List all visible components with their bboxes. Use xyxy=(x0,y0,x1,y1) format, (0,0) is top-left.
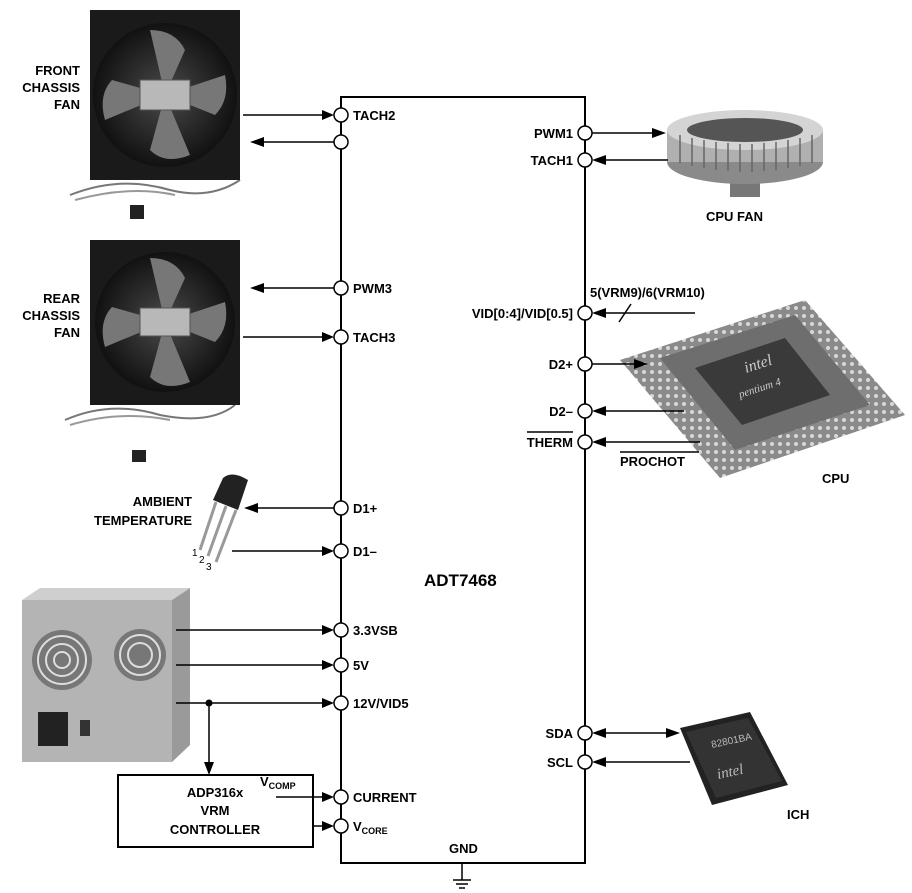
ich-chip-image: 82801BA intel xyxy=(680,712,788,805)
pin-label-vcore: VCORE xyxy=(353,819,388,836)
pin-vcore xyxy=(334,819,348,833)
pin-label-d1-minus: D1– xyxy=(353,544,377,559)
pin-label-scl: SCL xyxy=(547,755,573,770)
chip-name: ADT7468 xyxy=(424,571,497,590)
vid-bus-width-label: 5(VRM9)/6(VRM10) xyxy=(590,285,705,300)
sensor-pin-2: 2 xyxy=(199,555,205,566)
pin-label-tach3: TACH3 xyxy=(353,330,395,345)
front-fan-label-line3: FAN xyxy=(54,97,80,112)
sensor-pin-1: 1 xyxy=(192,548,198,559)
pin-vid xyxy=(578,306,592,320)
pin-tach3 xyxy=(334,330,348,344)
pin-5v xyxy=(334,658,348,672)
pin-label-tach2: TACH2 xyxy=(353,108,395,123)
rear-chassis-fan-image xyxy=(65,240,240,462)
cpu-fan-label: CPU FAN xyxy=(706,209,763,224)
rear-fan-label-line1: REAR xyxy=(43,291,80,306)
pin-current xyxy=(334,790,348,804)
chip-body xyxy=(341,97,585,863)
pin-fan-drive xyxy=(334,135,348,149)
pin-d2-plus xyxy=(578,357,592,371)
front-fan-label-line1: FRONT xyxy=(35,63,80,78)
rear-fan-label-line3: FAN xyxy=(54,325,80,340)
pin-pwm3 xyxy=(334,281,348,295)
pin-label-current: CURRENT xyxy=(353,790,417,805)
pin-label-tach1: TACH1 xyxy=(531,153,573,168)
pin-label-d2-plus: D2+ xyxy=(549,357,574,372)
pin-label-therm: THERM xyxy=(527,435,573,450)
cpu-label: CPU xyxy=(822,471,849,486)
pin-label-pwm1: PWM1 xyxy=(534,126,573,141)
front-chassis-fan-image xyxy=(70,10,240,219)
temperature-sensor-image xyxy=(200,474,248,562)
ambient-label-line2: TEMPERATURE xyxy=(94,513,192,528)
pin-d1-plus xyxy=(334,501,348,515)
pin-label-sda: SDA xyxy=(546,726,574,741)
rear-fan-label-line2: CHASSIS xyxy=(22,308,80,323)
gnd-label: GND xyxy=(449,841,478,856)
pin-label-d2-minus: D2– xyxy=(549,404,573,419)
pin-label-3v3sb: 3.3VSB xyxy=(353,623,398,638)
vrm-label-line1: ADP316x xyxy=(187,785,244,800)
pin-label-vid: VID[0:4]/VID[0.5] xyxy=(472,306,573,321)
ich-label: ICH xyxy=(787,807,809,822)
prochot-label: PROCHOT xyxy=(620,454,685,469)
pin-scl xyxy=(578,755,592,769)
pin-3v3sb xyxy=(334,623,348,637)
pin-label-5v: 5V xyxy=(353,658,369,673)
pin-label-d1-plus: D1+ xyxy=(353,501,378,516)
power-supply-image xyxy=(22,588,190,762)
pin-sda xyxy=(578,726,592,740)
pin-d2-minus xyxy=(578,404,592,418)
sensor-pin-3: 3 xyxy=(206,562,212,573)
ambient-label-line1: AMBIENT xyxy=(133,494,192,509)
front-fan-label-line2: CHASSIS xyxy=(22,80,80,95)
vrm-label-line2: VRM xyxy=(201,803,230,818)
pin-label-pwm3: PWM3 xyxy=(353,281,392,296)
pin-d1-minus xyxy=(334,544,348,558)
ground-symbol xyxy=(453,863,471,888)
pin-tach2 xyxy=(334,108,348,122)
cpu-fan-heatsink-image xyxy=(667,110,823,197)
vrm-label-line3: CONTROLLER xyxy=(170,822,261,837)
pin-pwm1 xyxy=(578,126,592,140)
pin-label-12v-vid5: 12V/VID5 xyxy=(353,696,409,711)
pin-therm xyxy=(578,435,592,449)
pin-tach1 xyxy=(578,153,592,167)
pin-12v-vid5 xyxy=(334,696,348,710)
